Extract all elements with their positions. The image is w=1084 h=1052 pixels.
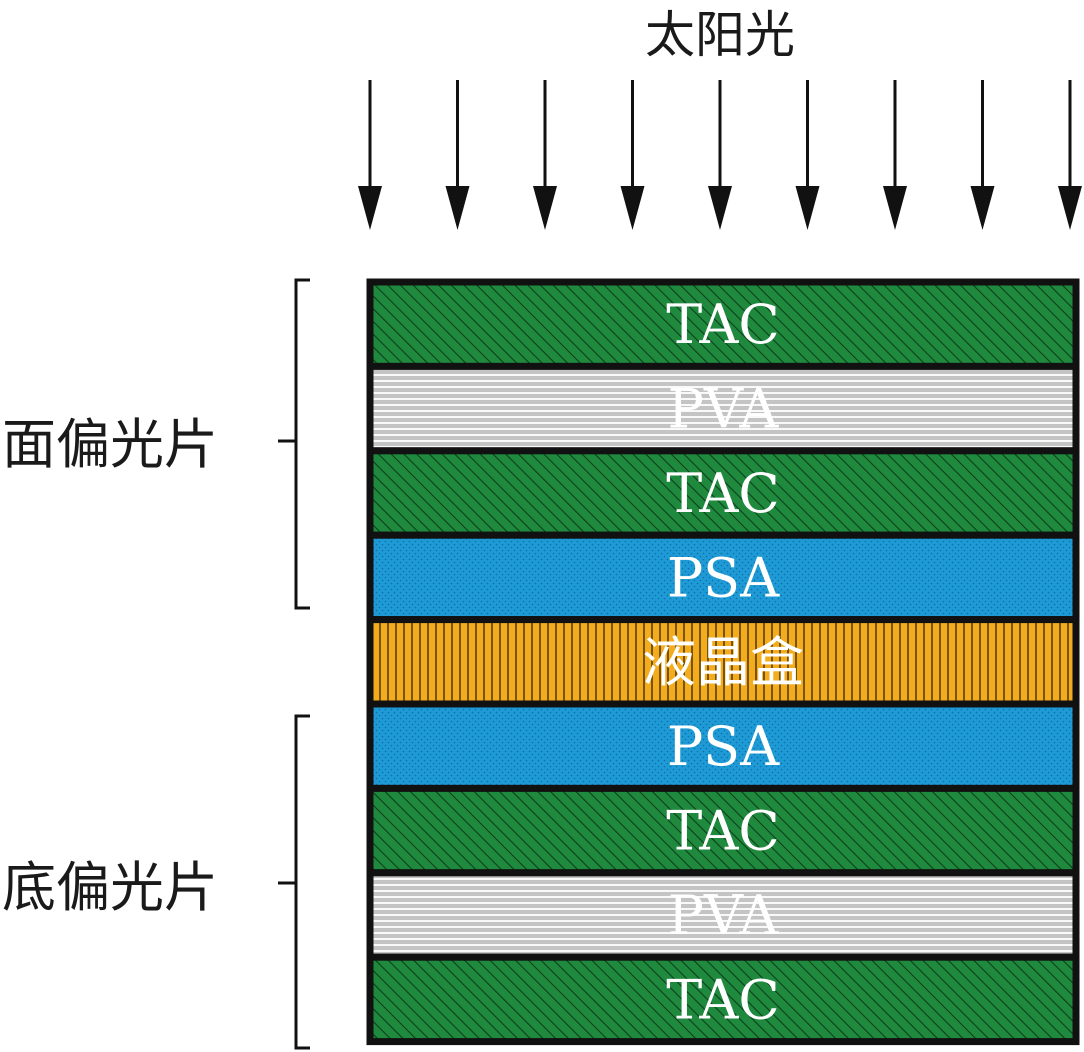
layer-tac: TAC <box>366 784 1080 877</box>
layer-pva: PVA <box>366 869 1080 961</box>
sunlight-arrow <box>795 80 820 230</box>
layer-tac: TAC <box>366 953 1080 1046</box>
layer-stack: TAC PVA TAC PSA 液晶盒 PSA TAC PVA TAC <box>366 278 1080 1046</box>
layer-pva: PVA <box>366 362 1080 455</box>
sunlight-arrow <box>533 80 557 230</box>
sunlight-arrow <box>883 80 907 230</box>
sunlight-label: 太阳光 <box>645 6 795 64</box>
layer-label: PSA <box>667 546 780 609</box>
layer-label: TAC <box>666 968 779 1031</box>
layer-label: PVA <box>668 378 780 441</box>
layer-lc: 液晶盒 <box>366 616 1080 708</box>
sunlight-arrow <box>358 80 382 230</box>
layer-label: TAC <box>666 800 779 863</box>
sunlight-arrow <box>620 80 645 230</box>
layer-psa: PSA <box>366 700 1080 792</box>
sunlight-arrow <box>445 80 470 230</box>
layer-label: TAC <box>666 462 779 525</box>
layer-label: PVA <box>668 884 780 947</box>
sunlight-arrow <box>708 80 732 230</box>
top-polarizer-bracket <box>278 278 310 610</box>
sunlight-arrow <box>970 80 995 230</box>
bottom-polarizer-label: 底偏光片 <box>2 856 218 919</box>
bottom-polarizer-bracket <box>278 714 310 1050</box>
layer-psa: PSA <box>366 531 1080 624</box>
layer-label: TAC <box>666 293 779 356</box>
sunlight-arrow <box>1058 80 1082 230</box>
layer-label: PSA <box>667 715 780 778</box>
sunlight-arrows <box>358 80 1082 230</box>
top-polarizer-label: 面偏光片 <box>2 413 218 476</box>
layer-label: 液晶盒 <box>642 631 804 694</box>
layer-tac: TAC <box>366 278 1080 370</box>
layer-tac: TAC <box>366 447 1080 539</box>
